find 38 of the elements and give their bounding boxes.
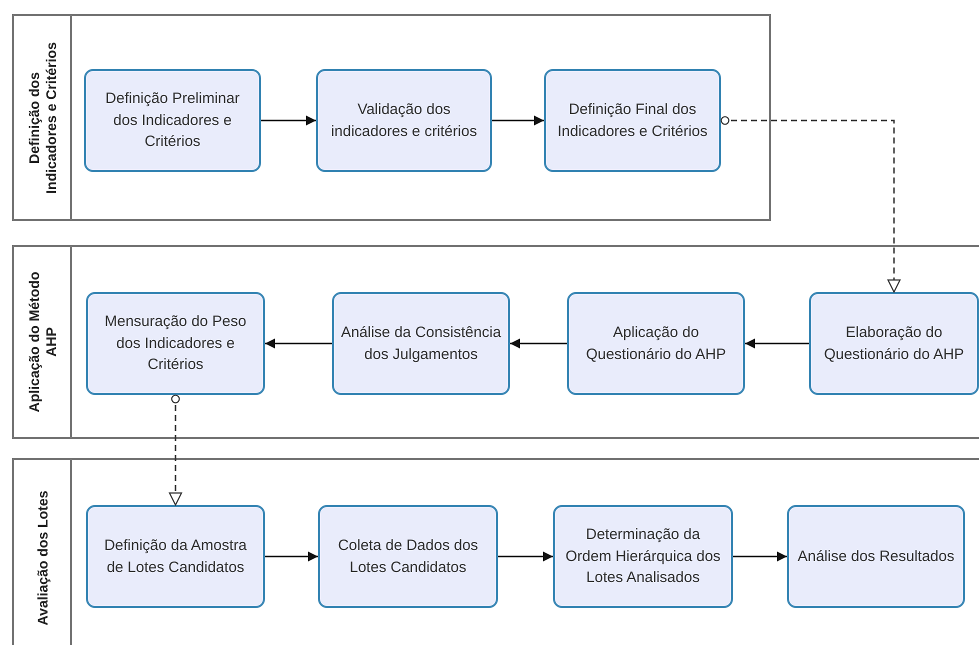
lane-title: Avaliação dos Lotes [34, 490, 52, 628]
process-box [553, 505, 733, 608]
message-flow-arrow [168, 394, 182, 506]
process-box [86, 505, 265, 608]
arrow [261, 116, 316, 126]
process-box [544, 69, 721, 172]
arrow [733, 552, 787, 562]
swimlane-pool [12, 458, 979, 645]
process-box [86, 292, 265, 395]
arrow [492, 116, 544, 126]
message-flow-arrow [720, 116, 901, 293]
swimlane-pool [12, 245, 979, 439]
lane-title: Aplicação do Método AHP [26, 270, 60, 414]
process-box [787, 505, 965, 608]
process-box [567, 292, 745, 395]
process-label: Mensuração do Peso dos Indicadores e Critérios [104, 312, 248, 376]
arrow [510, 338, 567, 348]
process-box [84, 69, 261, 172]
process-box [318, 505, 498, 608]
process-label: Determinação da Ordem Hierárquica dos Lotes Analisados [564, 524, 722, 588]
process-label: Elaboração do Questionário do AHP [822, 322, 966, 364]
process-label: Aplicação do Questionário do AHP [584, 322, 728, 364]
process-label: Definição da Amostra de Lotes Candidatos [103, 536, 248, 578]
process-label: Definição Preliminar dos Indicadores e Critérios [104, 88, 241, 152]
process-box [332, 292, 510, 395]
arrow [265, 552, 318, 562]
arrow [265, 338, 332, 348]
lane-title: Definição dos Indicadores e Critérios [26, 40, 60, 194]
swimlane-pool [12, 14, 771, 221]
process-label: Coleta de Dados dos Lotes Candidatos [336, 536, 480, 578]
process-label: Definição Final dos Indicadores e Critérios [556, 100, 709, 142]
process-box [809, 292, 979, 395]
arrow [498, 552, 553, 562]
process-label: Análise dos Resultados [798, 546, 954, 567]
arrow [745, 338, 809, 348]
process-label: Análise da Consistência dos Julgamentos [340, 322, 502, 364]
process-box [316, 69, 492, 172]
process-label: Validação dos indicadores e critérios [330, 100, 478, 142]
